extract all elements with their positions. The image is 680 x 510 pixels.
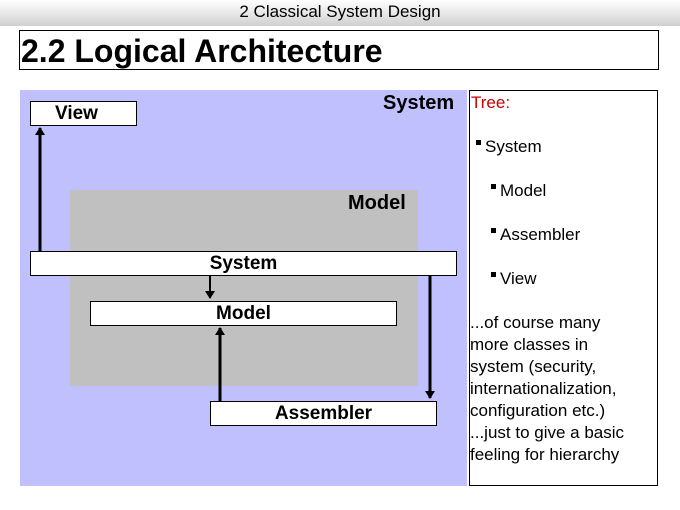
note-line: internationalization, — [470, 379, 617, 398]
bullet-icon — [491, 228, 496, 234]
tree-heading: Tree: — [471, 93, 511, 112]
tree-item-assembler: Assembler — [491, 225, 580, 245]
model-area — [70, 190, 418, 386]
tree-item-label: System — [485, 137, 542, 156]
tree-panel — [469, 90, 658, 486]
note-line: ...just to give a basic — [470, 423, 625, 442]
tree-item-system: System — [476, 137, 542, 157]
model-area-label: Model — [348, 192, 406, 214]
system-area-label: System — [383, 92, 455, 114]
assembler-box: Assembler — [210, 401, 437, 426]
system-box: System — [30, 251, 457, 276]
note-line: more classes in — [470, 335, 589, 354]
tree-item-label: View — [500, 269, 537, 288]
model-box: Model — [90, 301, 397, 326]
title-box: 2.2 Logical Architecture — [19, 30, 659, 70]
note-line: ...of course many — [470, 313, 601, 332]
header-bar — [0, 0, 680, 26]
bullet-icon — [491, 272, 496, 278]
tree-item-view: View — [491, 269, 537, 289]
tree-item-label: Assembler — [500, 225, 581, 244]
bullet-icon — [476, 140, 481, 146]
chapter-header: 2 Classical System Design — [239, 2, 441, 21]
tree-item-model: Model — [491, 181, 546, 201]
note-line: system (security, — [470, 357, 597, 376]
note-line: feeling for hierarchy — [470, 445, 620, 464]
slide-title: 2.2 Logical Architecture — [21, 33, 383, 69]
view-box: View — [30, 101, 137, 126]
bullet-icon — [491, 184, 496, 190]
tree-item-label: Model — [500, 181, 547, 200]
note-line: configuration etc.) — [470, 401, 606, 420]
